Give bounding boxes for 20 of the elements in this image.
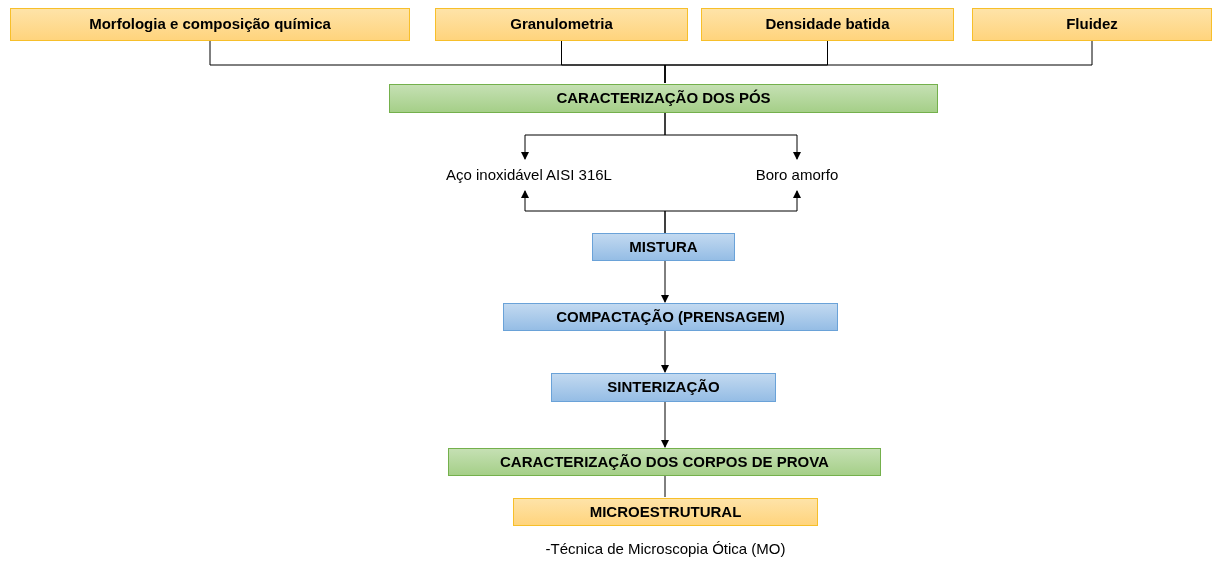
- connector: [664, 112, 801, 160]
- connector: [661, 260, 669, 303]
- connector: [661, 330, 669, 373]
- connector: [661, 401, 669, 448]
- process-box: Morfologia e composição química: [10, 8, 410, 41]
- material-label: Aço inoxidável AISI 316L: [413, 160, 645, 190]
- material-label: Boro amorfo: [740, 160, 854, 190]
- connector: [664, 40, 1093, 84]
- stage-box: CARACTERIZAÇÃO DOS PÓS: [389, 84, 938, 113]
- process-box: MICROESTRUTURAL: [513, 498, 818, 526]
- process-box: Fluidez: [972, 8, 1212, 41]
- connector: [664, 475, 666, 498]
- connector: [664, 190, 801, 234]
- process-box: Granulometria: [435, 8, 688, 41]
- process-box: COMPACTAÇÃO (PRENSAGEM): [503, 303, 838, 331]
- process-box: SINTERIZAÇÃO: [551, 373, 776, 402]
- process-box: MISTURA: [592, 233, 735, 261]
- note-text: -Técnica de Microscopia Ótica (MO): [544, 539, 787, 559]
- stage-box: CARACTERIZAÇÃO DOS CORPOS DE PROVA: [448, 448, 881, 476]
- process-box: Densidade batida: [701, 8, 954, 41]
